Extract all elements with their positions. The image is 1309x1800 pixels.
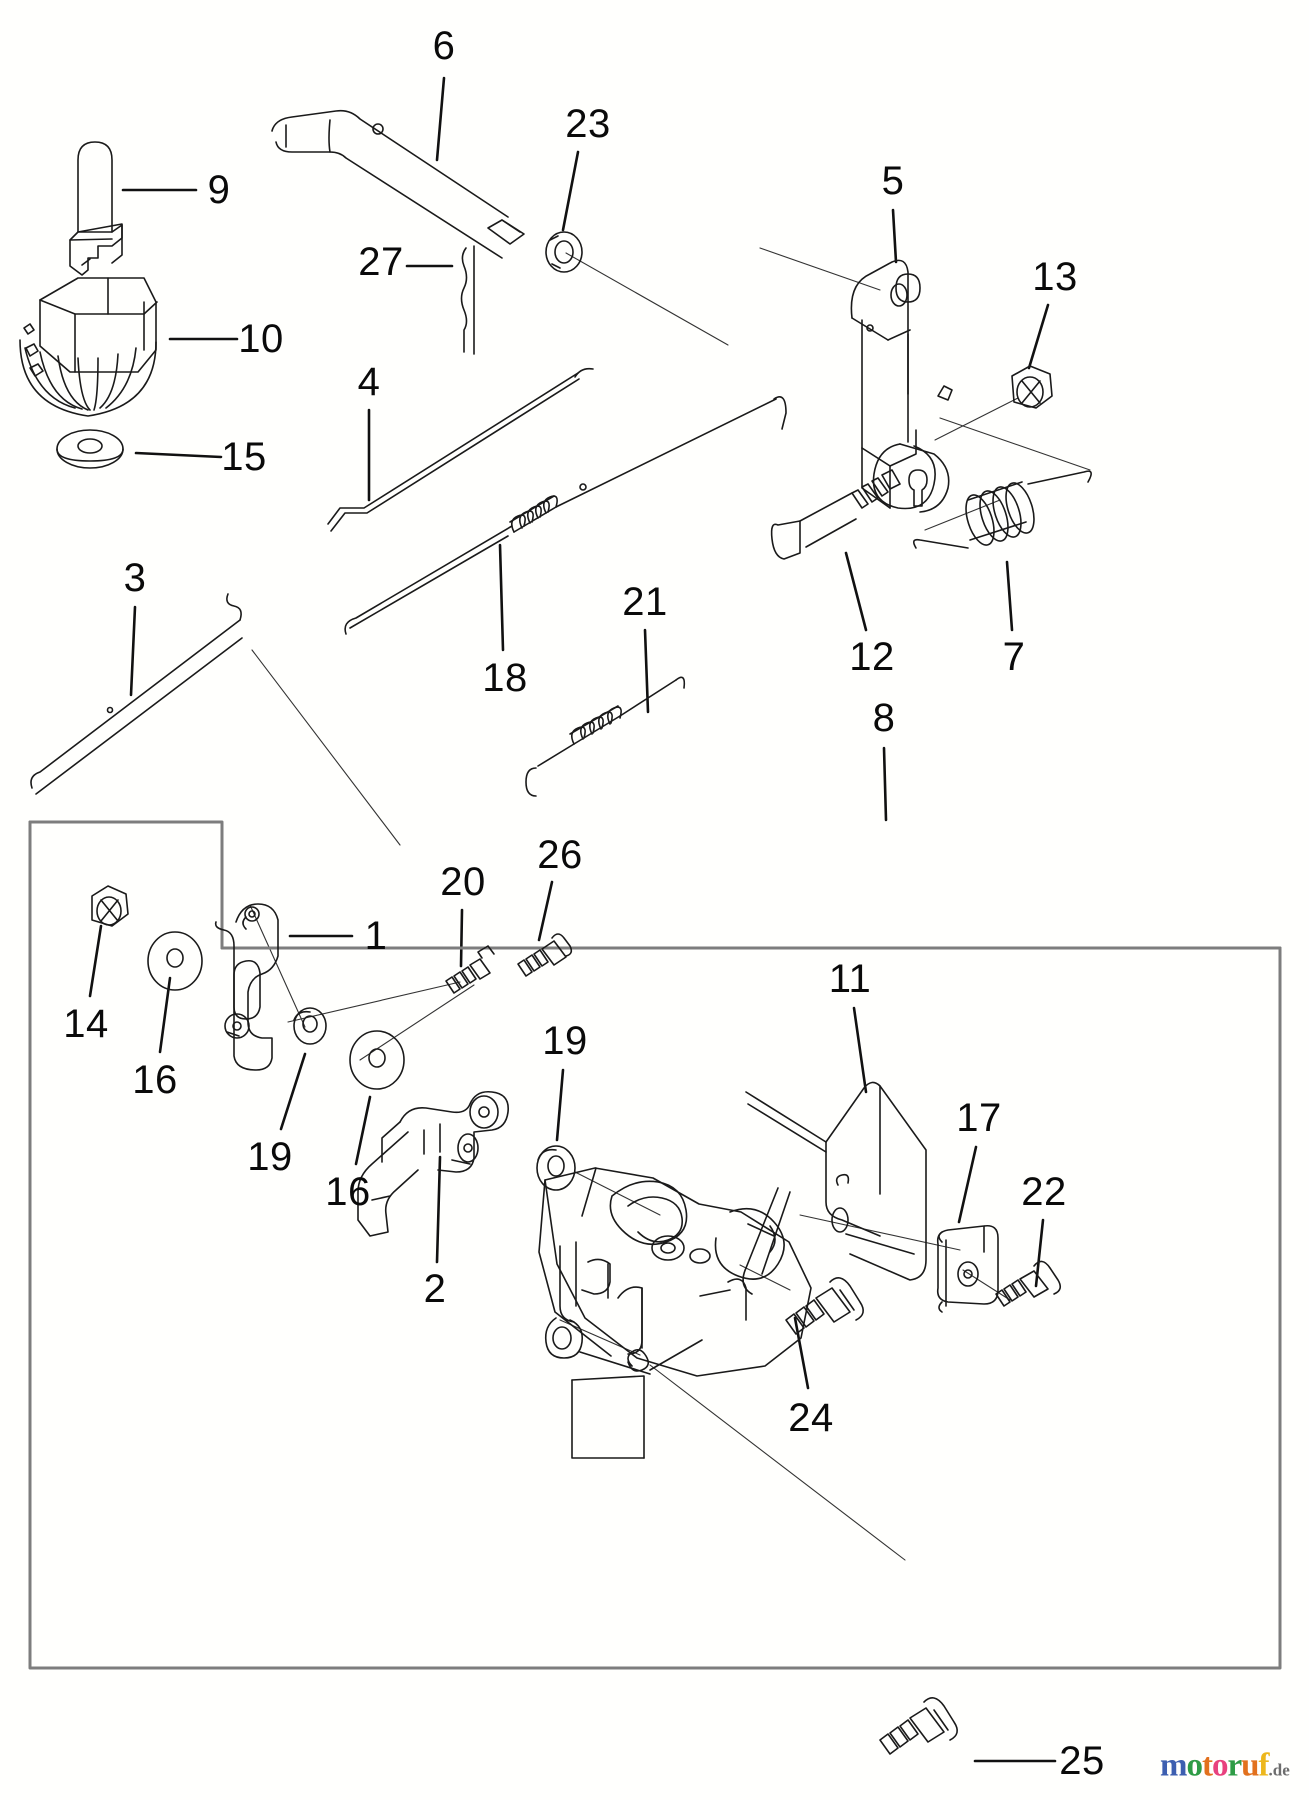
part-2-linkage (357, 1090, 509, 1237)
part-26-screw (517, 933, 573, 977)
motoruf-watermark: motoruf.de (1160, 1748, 1290, 1785)
part-14-nut (91, 885, 129, 927)
callout-6: 6 (432, 24, 456, 68)
watermark-letter: o (1212, 1747, 1228, 1784)
callout-18: 18 (482, 656, 528, 700)
callout-23: 23 (565, 102, 611, 146)
callout-24: 24 (788, 1396, 834, 1440)
part-8-housing (538, 1167, 812, 1459)
callout-17: 17 (956, 1096, 1002, 1140)
callout-19-b: 19 (542, 1019, 588, 1063)
callout-25: 25 (1059, 1739, 1105, 1783)
spring-21 (569, 705, 622, 745)
part-6-rod (271, 109, 525, 259)
callout-16-a: 16 (132, 1058, 178, 1102)
callout-26: 26 (537, 833, 583, 877)
callout-10: 10 (238, 317, 284, 361)
callout-19-a: 19 (247, 1135, 293, 1179)
callout-14: 14 (63, 1002, 109, 1046)
watermark-letter: u (1241, 1747, 1259, 1784)
watermark-letter: r (1227, 1747, 1243, 1784)
part-1-bracket (214, 903, 279, 1071)
part-12-bolt (770, 469, 901, 560)
part-23-bushing (545, 231, 583, 273)
part-10-cone (19, 277, 158, 417)
callout-11: 11 (828, 957, 872, 1001)
part-5-bracket (850, 259, 953, 513)
part-7-spring (912, 470, 1092, 549)
callout-22: 22 (1021, 1170, 1067, 1214)
part-22-bolt (995, 1260, 1062, 1307)
part-16b-washer (349, 1030, 405, 1090)
assembly-box (28, 820, 1282, 1670)
callout-9: 9 (207, 168, 231, 212)
callout-1: 1 (364, 914, 388, 958)
part-17-bracket (936, 1224, 999, 1313)
part-18-rod-spring (344, 396, 787, 635)
part-4-rod (327, 367, 594, 532)
part-9-knob (69, 141, 123, 276)
spring-18 (509, 495, 558, 533)
part-25-bolt (879, 1697, 958, 1755)
callout-21: 21 (622, 580, 668, 624)
watermark-letter: o (1186, 1747, 1203, 1784)
callout-7: 7 (1002, 635, 1026, 679)
callout-13: 13 (1032, 255, 1078, 299)
callout-12: 12 (849, 635, 895, 679)
part-19a-washer (293, 1007, 327, 1045)
part-15-washer (56, 429, 124, 469)
watermark-letter: m (1160, 1747, 1187, 1784)
callout-15: 15 (221, 435, 267, 479)
callout-20: 20 (440, 860, 486, 904)
callout-2: 2 (423, 1267, 447, 1311)
leader-lines (88, 76, 1057, 1763)
callout-4: 4 (357, 360, 381, 404)
part-3-rod (30, 593, 243, 795)
watermark-letter: f (1258, 1747, 1270, 1784)
part-27-clip (460, 245, 475, 355)
callout-3: 3 (123, 556, 147, 600)
watermark-suffix: .de (1268, 1760, 1290, 1780)
part-21-rod-spring (525, 676, 686, 797)
part-24-bolt (785, 1277, 864, 1335)
part-13-nut (1011, 365, 1053, 409)
part-16a-washer (147, 931, 203, 991)
watermark-letter: t (1202, 1747, 1213, 1784)
callout-27: 27 (358, 240, 404, 284)
callout-5: 5 (881, 159, 905, 203)
part-11-shield (745, 1081, 927, 1281)
callout-16-b: 16 (325, 1170, 371, 1214)
part-20-screw (445, 945, 495, 994)
part-19b-washer (536, 1145, 576, 1191)
callout-8: 8 (872, 696, 896, 740)
